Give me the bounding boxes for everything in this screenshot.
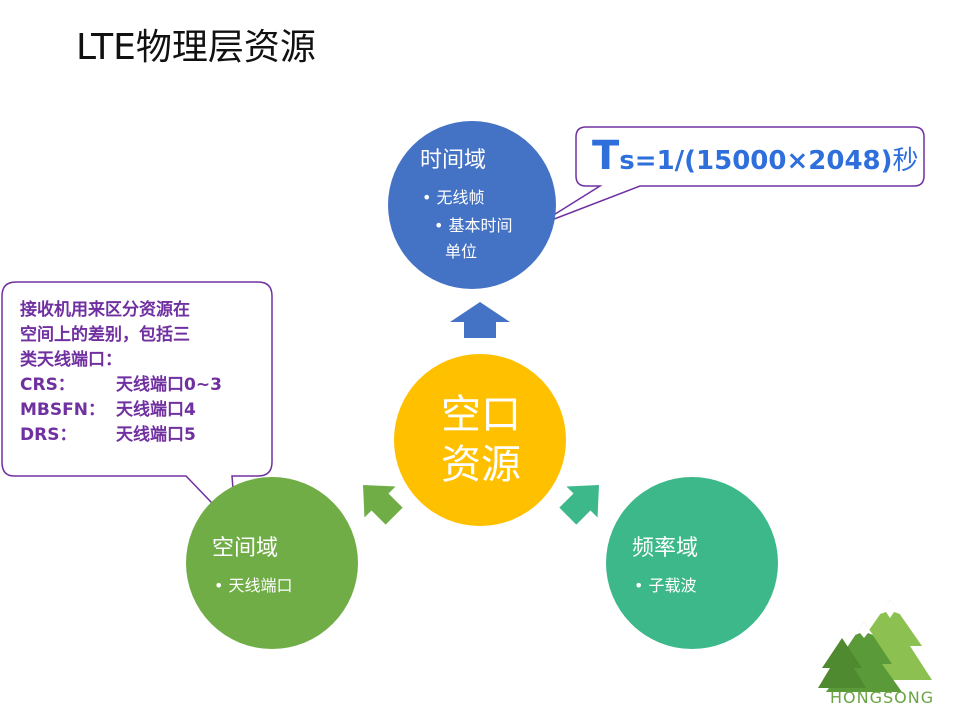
time-domain-label: 时间域 无线帧 基本时间 单位 xyxy=(420,142,513,262)
ts-expression: =1/(15000×2048) xyxy=(634,146,893,176)
page-title: LTE物理层资源 xyxy=(76,27,316,68)
center-label: 空口 资源 xyxy=(396,390,566,490)
center-circle xyxy=(394,354,566,526)
antenna-port-callout: 接收机用来区分资源在 空间上的差别，包括三 类天线端口： CRS： 天线端口0~… xyxy=(20,298,270,448)
callout-line: 空间上的差别，包括三 xyxy=(20,325,190,345)
ts-subscript: s xyxy=(619,146,635,176)
freq-domain-circle xyxy=(606,477,778,649)
port-row: CRS： 天线端口0~3 xyxy=(20,373,270,398)
space-domain-label: 空间域 天线端口 xyxy=(212,530,293,596)
center-line1: 空口 xyxy=(441,392,521,438)
port-row: DRS： 天线端口5 xyxy=(20,423,270,448)
ts-formula-callout: T s=1/(15000×2048)秒 xyxy=(576,128,924,184)
center-line2: 资源 xyxy=(441,442,521,488)
tree-logo-icon xyxy=(818,600,932,692)
time-bullet-basic-unit-cont: 单位 xyxy=(445,242,478,261)
ts-symbol: T xyxy=(592,133,620,179)
space-domain-title: 空间域 xyxy=(212,536,279,561)
port-value: 天线端口4 xyxy=(116,400,196,420)
right-arrow xyxy=(559,485,599,525)
port-key: DRS： xyxy=(20,425,77,445)
port-key: MBSFN： xyxy=(20,400,105,420)
space-domain-circle xyxy=(186,477,358,649)
port-key: CRS： xyxy=(20,375,75,395)
up-arrow xyxy=(450,302,510,338)
freq-domain-label: 频率域 子载波 xyxy=(632,530,698,596)
time-domain-title: 时间域 xyxy=(420,148,487,173)
port-value: 天线端口5 xyxy=(116,425,196,445)
left-arrow xyxy=(363,485,403,525)
space-bullet-antenna-port: 天线端口 xyxy=(214,572,293,596)
time-bullet-basic-unit: 基本时间 xyxy=(434,212,513,236)
callout-line: 接收机用来区分资源在 xyxy=(20,300,190,320)
ts-callout-bubble xyxy=(535,126,925,227)
ts-formula: s=1/(15000×2048)秒 xyxy=(619,148,918,174)
freq-domain-title: 频率域 xyxy=(632,536,699,561)
port-row: MBSFN： 天线端口4 xyxy=(20,398,270,423)
ts-unit: 秒 xyxy=(892,146,919,176)
freq-bullet-subcarrier: 子载波 xyxy=(634,572,698,596)
logo-text: HONGSONG xyxy=(830,688,935,707)
callout-line: 类天线端口： xyxy=(20,350,122,370)
port-value: 天线端口0~3 xyxy=(116,375,222,395)
time-bullet-frame: 无线帧 xyxy=(422,184,513,208)
